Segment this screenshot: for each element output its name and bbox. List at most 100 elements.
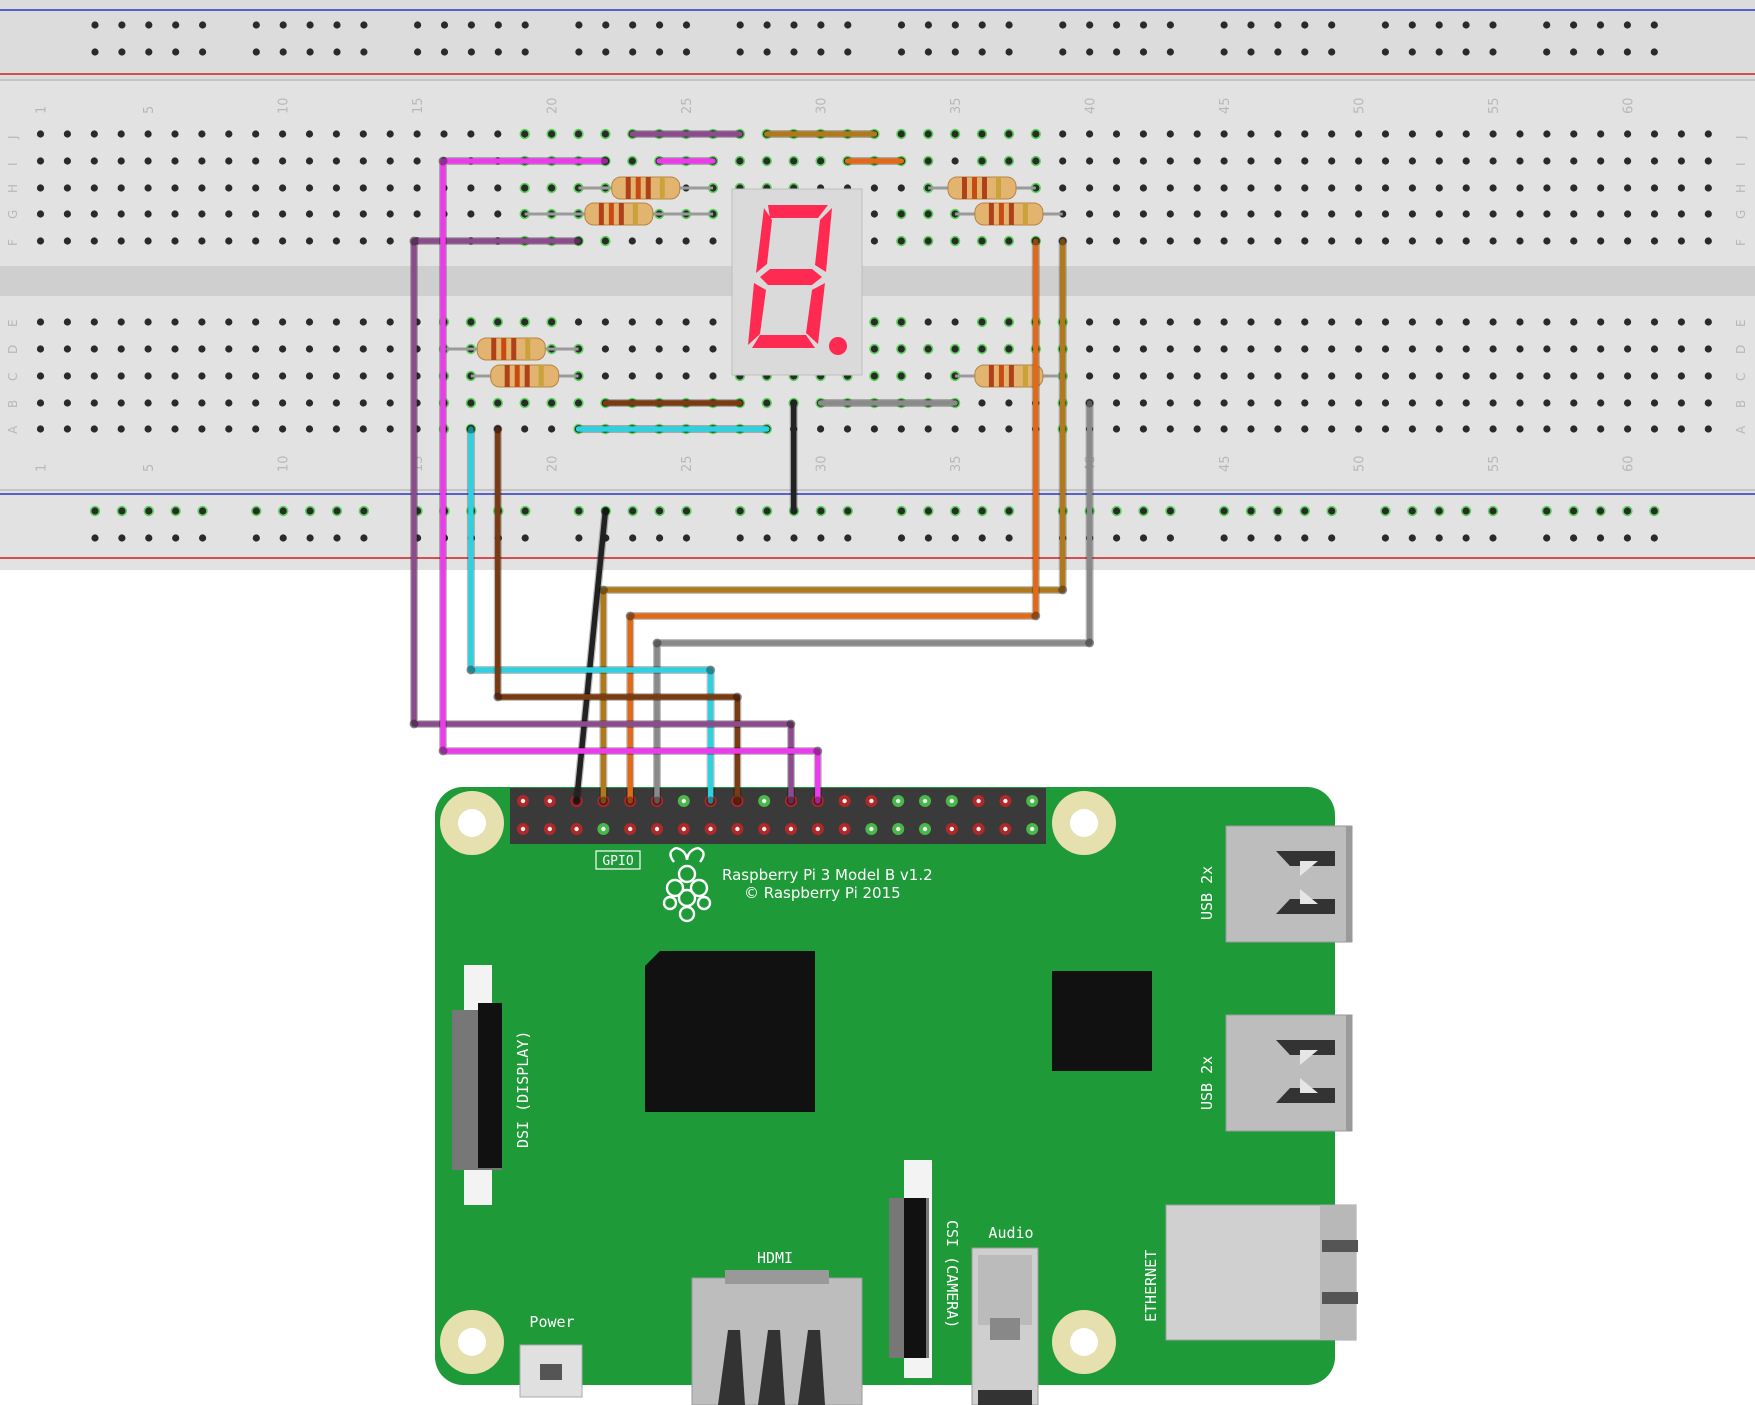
rail-hole[interactable] bbox=[682, 507, 691, 515]
breadboard-hole[interactable] bbox=[1005, 318, 1013, 326]
breadboard-hole[interactable] bbox=[1570, 130, 1578, 138]
rail-hole[interactable] bbox=[199, 21, 207, 29]
breadboard-hole[interactable] bbox=[1516, 318, 1524, 326]
breadboard-hole[interactable] bbox=[1274, 130, 1282, 138]
breadboard-hole[interactable] bbox=[1570, 210, 1578, 218]
rail-hole[interactable] bbox=[736, 48, 744, 56]
breadboard-hole[interactable] bbox=[117, 210, 125, 218]
rail-hole[interactable] bbox=[145, 48, 153, 56]
rail-hole[interactable] bbox=[145, 21, 153, 29]
breadboard-hole[interactable] bbox=[924, 345, 932, 353]
breadboard-hole[interactable] bbox=[36, 130, 45, 138]
rail-hole[interactable] bbox=[118, 534, 126, 542]
breadboard-hole[interactable] bbox=[574, 318, 583, 326]
breadboard-hole[interactable] bbox=[951, 130, 959, 138]
breadboard-hole[interactable] bbox=[63, 318, 71, 326]
breadboard-hole[interactable] bbox=[1408, 318, 1416, 326]
rail-hole[interactable] bbox=[494, 21, 502, 29]
rail-hole[interactable] bbox=[817, 48, 825, 56]
breadboard-hole[interactable] bbox=[359, 184, 367, 192]
breadboard-hole[interactable] bbox=[1086, 345, 1094, 353]
rail-hole[interactable] bbox=[118, 507, 126, 515]
breadboard-hole[interactable] bbox=[924, 210, 932, 218]
breadboard-hole[interactable] bbox=[1570, 399, 1578, 407]
breadboard-hole[interactable] bbox=[1220, 372, 1228, 380]
breadboard-hole[interactable] bbox=[1355, 210, 1363, 218]
breadboard-hole[interactable] bbox=[90, 399, 98, 407]
breadboard-hole[interactable] bbox=[548, 425, 556, 433]
breadboard-hole[interactable] bbox=[951, 345, 959, 353]
rail-hole[interactable] bbox=[1220, 48, 1228, 56]
rail-hole[interactable] bbox=[978, 534, 986, 542]
rail-hole[interactable] bbox=[1301, 21, 1309, 29]
breadboard-hole[interactable] bbox=[1166, 345, 1174, 353]
breadboard-hole[interactable] bbox=[1005, 425, 1013, 433]
breadboard-hole[interactable] bbox=[951, 318, 959, 326]
rail-hole[interactable] bbox=[333, 48, 341, 56]
breadboard-hole[interactable] bbox=[386, 157, 394, 165]
rail-hole[interactable] bbox=[924, 21, 933, 29]
breadboard-hole[interactable] bbox=[1624, 184, 1632, 192]
rail-hole[interactable] bbox=[656, 21, 664, 29]
rail-hole[interactable] bbox=[602, 48, 610, 56]
breadboard-hole[interactable] bbox=[198, 372, 206, 380]
breadboard-hole[interactable] bbox=[1489, 425, 1497, 433]
rail-hole[interactable] bbox=[172, 21, 180, 29]
breadboard-hole[interactable] bbox=[1543, 399, 1551, 407]
rail-hole[interactable] bbox=[1543, 534, 1551, 542]
breadboard-hole[interactable] bbox=[63, 345, 71, 353]
breadboard-hole[interactable] bbox=[1543, 425, 1551, 433]
breadboard-hole[interactable] bbox=[413, 210, 421, 218]
breadboard-hole[interactable] bbox=[225, 399, 233, 407]
breadboard-hole[interactable] bbox=[1462, 345, 1470, 353]
breadboard-hole[interactable] bbox=[1516, 130, 1524, 138]
rail-hole[interactable] bbox=[1274, 48, 1282, 56]
breadboard-hole[interactable] bbox=[1193, 425, 1201, 433]
rail-hole[interactable] bbox=[1166, 507, 1174, 515]
breadboard-hole[interactable] bbox=[252, 184, 260, 192]
breadboard-hole[interactable] bbox=[924, 372, 932, 380]
breadboard-hole[interactable] bbox=[252, 318, 260, 326]
breadboard-hole[interactable] bbox=[1704, 130, 1712, 138]
breadboard-hole[interactable] bbox=[1247, 237, 1255, 245]
breadboard-hole[interactable] bbox=[413, 184, 421, 192]
rail-hole[interactable] bbox=[1139, 48, 1148, 56]
breadboard-hole[interactable] bbox=[1597, 425, 1605, 433]
breadboard-hole[interactable] bbox=[1247, 345, 1255, 353]
rail-hole[interactable] bbox=[763, 21, 771, 29]
breadboard-hole[interactable] bbox=[1543, 157, 1551, 165]
rail-hole[interactable] bbox=[844, 534, 852, 542]
breadboard-hole[interactable] bbox=[924, 157, 932, 165]
breadboard-hole[interactable] bbox=[1543, 184, 1551, 192]
breadboard-hole[interactable] bbox=[1220, 318, 1228, 326]
breadboard-hole[interactable] bbox=[1139, 425, 1147, 433]
rail-hole[interactable] bbox=[951, 534, 959, 542]
breadboard-hole[interactable] bbox=[1381, 425, 1390, 433]
breadboard-hole[interactable] bbox=[1677, 399, 1685, 407]
rail-hole[interactable] bbox=[1462, 507, 1470, 515]
breadboard-hole[interactable] bbox=[1543, 345, 1551, 353]
rail-hole[interactable] bbox=[817, 21, 825, 29]
breadboard-hole[interactable] bbox=[144, 157, 152, 165]
breadboard-hole[interactable] bbox=[171, 425, 179, 433]
breadboard-hole[interactable] bbox=[1166, 184, 1174, 192]
rail-hole[interactable] bbox=[1059, 48, 1067, 56]
breadboard-hole[interactable] bbox=[1166, 399, 1174, 407]
breadboard-hole[interactable] bbox=[1274, 372, 1282, 380]
breadboard-hole[interactable] bbox=[171, 318, 179, 326]
breadboard-hole[interactable] bbox=[1220, 345, 1228, 353]
rail-hole[interactable] bbox=[1220, 507, 1228, 515]
rail-hole[interactable] bbox=[1328, 21, 1336, 29]
rail-hole[interactable] bbox=[279, 21, 287, 29]
breadboard-hole[interactable] bbox=[467, 210, 475, 218]
rail-hole[interactable] bbox=[521, 507, 529, 515]
rail-hole[interactable] bbox=[91, 507, 99, 515]
breadboard-hole[interactable] bbox=[763, 157, 771, 165]
breadboard-hole[interactable] bbox=[1462, 130, 1470, 138]
breadboard-hole[interactable] bbox=[1193, 237, 1201, 245]
breadboard-hole[interactable] bbox=[1112, 210, 1121, 218]
breadboard-hole[interactable] bbox=[117, 345, 125, 353]
breadboard-hole[interactable] bbox=[279, 157, 287, 165]
rail-hole[interactable] bbox=[978, 507, 986, 515]
breadboard-hole[interactable] bbox=[1139, 157, 1147, 165]
